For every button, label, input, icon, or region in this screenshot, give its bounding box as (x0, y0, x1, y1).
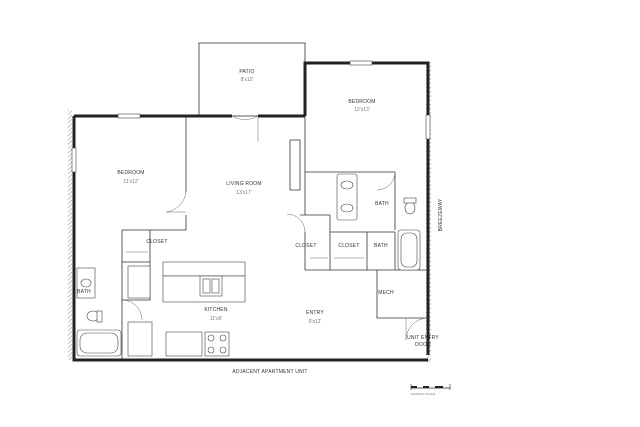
left-bath-fixtures (76, 267, 122, 357)
mech-label: MECH (378, 290, 394, 296)
windows (71, 60, 431, 173)
closet-mid-label: CLOSET (295, 243, 316, 249)
bedroom-left-name: BEDROOM (117, 170, 144, 176)
bedroom-right-name: BEDROOM (348, 99, 375, 105)
room-labels: PATIO 8'x12' BEDROOM 12'x13' BEDROOM 11'… (77, 69, 394, 325)
bath-hall-label: BATH (374, 243, 388, 249)
kitchen-dims: 11'x9' (210, 316, 222, 322)
closet-right-label: CLOSET (338, 243, 359, 249)
door-swings (121, 115, 429, 341)
patio-dims: 8'x12' (241, 77, 254, 83)
entry-name: ENTRY (306, 310, 324, 316)
bedroom-right-dims: 12'x13' (354, 107, 370, 113)
closet-shelves (126, 251, 364, 259)
kitchen-name: KITCHEN (204, 307, 228, 313)
graphic-scale: GRAPHIC SCALE (410, 384, 451, 396)
entry-door-label-2: DOOR (415, 342, 431, 348)
living-room-dims: 13'x17' (236, 190, 252, 196)
bath-left-label: BATH (77, 289, 91, 295)
entry-door-label-1: UNIT ENTRY (407, 335, 439, 341)
bedroom-left-dims: 11'x12' (123, 179, 138, 185)
living-room-name: LIVING ROOM (226, 181, 262, 187)
exterior-walls (72, 61, 430, 362)
exterior-hatching (68, 62, 431, 362)
scale-caption: GRAPHIC SCALE (411, 392, 435, 396)
patio-name: PATIO (239, 69, 254, 75)
annotations: BREEZEWAY ADJACENT APARTMENT UNIT UNIT E… (232, 198, 444, 375)
breezeway-label: BREEZEWAY (438, 198, 444, 231)
kitchen-fixtures (127, 261, 246, 357)
closet-left-label: CLOSET (146, 239, 167, 245)
interior-walls (121, 116, 428, 360)
adjacent-unit-label: ADJACENT APARTMENT UNIT (232, 369, 307, 375)
master-bath-fixtures (336, 173, 421, 271)
entry-dims: 9'x12' (309, 319, 322, 325)
bath-master-label: BATH (375, 201, 389, 207)
